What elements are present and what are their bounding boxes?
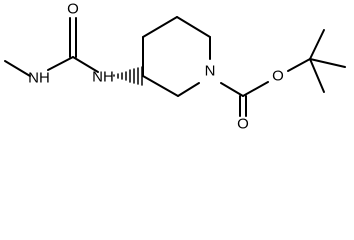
bond-c2-n1 <box>177 82 200 97</box>
bond-tbu-methyl-down <box>309 58 325 93</box>
atom-label-nh-ring: NH <box>92 69 114 86</box>
bond-urea-carbon-nh <box>72 56 99 73</box>
bond-c6-c5 <box>176 16 211 38</box>
bond-layer <box>4 16 346 117</box>
atom-label-nh-methyl: NH <box>28 70 50 87</box>
atom-label-urea-oxygen: O <box>67 1 79 18</box>
atom-label-layer: O NH NH N O O <box>28 1 284 133</box>
bond-c5-c4 <box>142 16 178 38</box>
bond-methyl-nh <box>4 60 31 77</box>
atom-label-carbamate-oxygen: O <box>237 116 249 133</box>
bond-c3-c2 <box>142 75 179 97</box>
bond-n1-carbamate-carbon <box>220 82 244 97</box>
atom-label-ester-oxygen: O <box>272 68 284 85</box>
stereo-hashed-bond <box>113 66 143 86</box>
bond-nh-urea-carbon <box>47 56 74 71</box>
bond-tbu-methyl-up <box>309 29 325 60</box>
atom-label-ring-nitrogen: N <box>205 63 216 80</box>
bond-tbu-methyl-right <box>309 58 346 68</box>
bond-ester-o-tbu <box>287 58 311 72</box>
bond-carbamate-ester-o <box>242 81 269 97</box>
molecule-structure: O NH NH N O O <box>4 1 346 133</box>
